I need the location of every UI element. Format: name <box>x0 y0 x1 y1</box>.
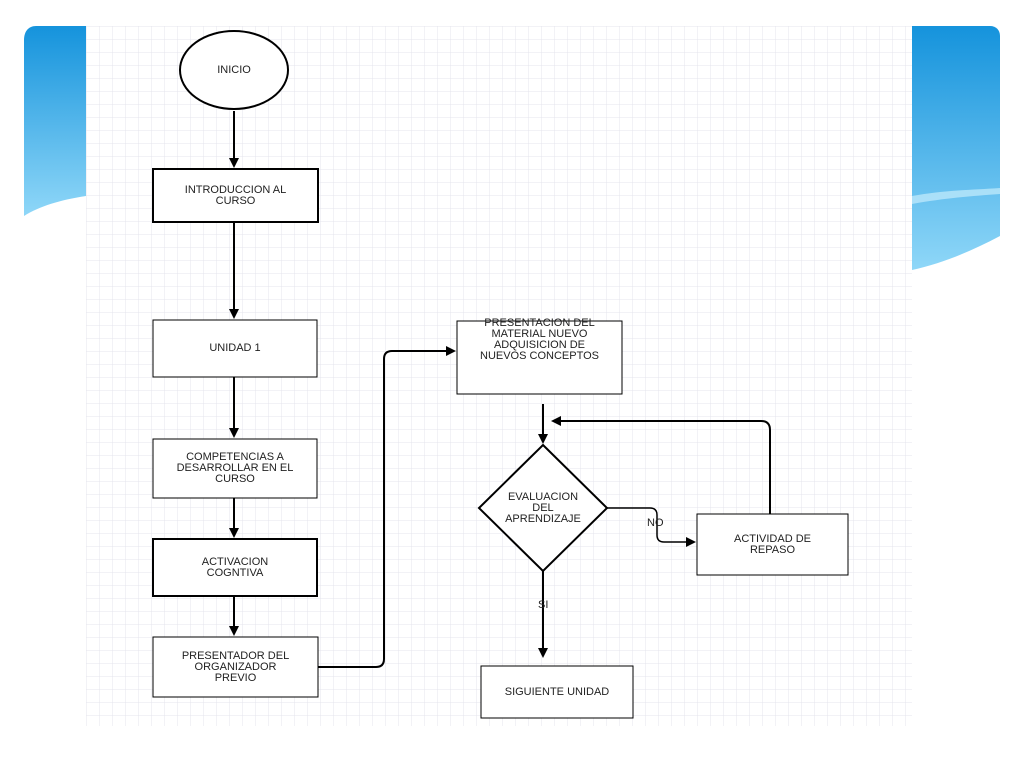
node-inicio-label: INICIO <box>217 63 251 76</box>
edge-presentador-to-presentacion <box>318 346 456 668</box>
node-presentador-label: PRESENTADOR DEL ORGANIZADOR PREVIO <box>181 649 290 684</box>
node-competencias-label: COMPETENCIAS A DESARROLLAR EN EL CURSO <box>176 451 294 485</box>
right-wave-highlight <box>912 188 1000 204</box>
right-wave-decoration <box>912 26 1000 270</box>
edge-label-si: SI <box>538 599 549 611</box>
node-presentacion-label: PRESENTACION DEL MATERIAL NUEVO ADQUISIC… <box>480 317 599 362</box>
node-activacion-shape <box>152 538 318 597</box>
node-introduccion-shape <box>152 168 319 223</box>
node-presentador-shape <box>152 636 319 698</box>
node-actividad-shape <box>696 513 849 576</box>
node-evaluacion-shape <box>477 443 609 573</box>
edge-label-no: NO <box>647 517 664 529</box>
node-siguiente-shape <box>480 665 634 719</box>
node-actividad-label: ACTIVIDAD DE REPASO <box>733 532 811 556</box>
node-unidad1-label: UNIDAD 1 <box>209 342 261 354</box>
node-inicio-shape <box>179 30 289 110</box>
edge-evaluacion-to-actividad <box>607 507 696 547</box>
node-unidad1-shape <box>152 319 318 378</box>
node-presentacion-shape <box>456 320 623 395</box>
node-activacion-label: ACTIVACION COGNTIVA <box>201 555 269 579</box>
left-wave-decoration <box>24 26 86 216</box>
edge-actividad-loop-back <box>551 416 771 514</box>
node-competencias-shape <box>152 438 318 499</box>
node-introduccion-label: INTRODUCCION AL CURSO <box>184 183 287 207</box>
node-evaluacion-label: EVALUACION DEL APRENDIZAJE <box>505 490 581 525</box>
node-siguiente-label: SIGUIENTE UNIDAD <box>504 685 610 698</box>
